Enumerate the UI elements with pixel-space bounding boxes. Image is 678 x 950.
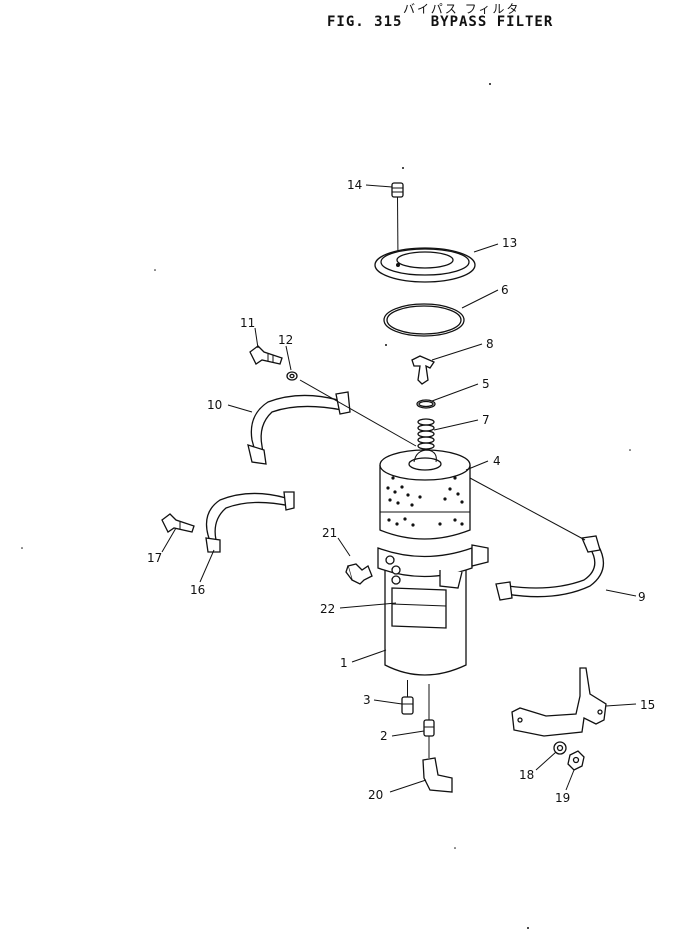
part-11-bolt — [249, 345, 283, 365]
leader-lines — [161, 184, 637, 793]
callout-15: 15 — [640, 698, 655, 712]
part-21-elbow — [345, 563, 373, 585]
part-3-plug — [401, 680, 414, 715]
callout-22: 22 — [320, 602, 335, 616]
scan-specks — [21, 83, 631, 929]
callout-16: 16 — [190, 583, 205, 597]
callout-8: 8 — [486, 337, 494, 351]
callout-10: 10 — [207, 398, 222, 412]
part-22-label-plate — [391, 587, 447, 629]
part-number-callouts: 14 13 6 8 5 7 4 11 12 10 17 16 21 22 1 3… — [147, 178, 655, 805]
callout-2: 2 — [380, 729, 388, 743]
part-19-nut — [567, 750, 585, 771]
part-8-valve — [411, 355, 435, 385]
part-13-cover — [374, 247, 476, 283]
callout-12: 12 — [278, 333, 293, 347]
part-15-bracket — [511, 667, 607, 737]
callout-5: 5 — [482, 377, 490, 391]
part-6-o-ring — [383, 303, 465, 337]
callout-7: 7 — [482, 413, 490, 427]
part-2-nipple — [423, 684, 435, 737]
callout-6: 6 — [501, 283, 509, 297]
callout-13: 13 — [502, 236, 517, 250]
callout-3: 3 — [363, 693, 371, 707]
callout-17: 17 — [147, 551, 162, 565]
part-7-spring — [417, 418, 435, 450]
figure-title-japanese: バイパス フィルタ — [403, 2, 521, 16]
part-16-band-clamp — [205, 491, 295, 553]
part-17-bolt — [161, 513, 195, 533]
part-18-washer — [553, 741, 567, 755]
callout-19: 19 — [555, 791, 570, 805]
part-4-filter-element — [379, 449, 471, 540]
assembly-guide-lines — [299, 379, 586, 541]
part-12-washer — [286, 371, 298, 381]
part-20-elbow — [422, 736, 453, 793]
callout-9: 9 — [638, 590, 646, 604]
callout-1: 1 — [340, 656, 348, 670]
callout-18: 18 — [519, 768, 534, 782]
filter-perforation-holes — [386, 476, 464, 527]
part-9-band-clamp — [495, 535, 605, 601]
part-5-ring — [416, 399, 436, 409]
callout-21: 21 — [322, 526, 337, 540]
callout-4: 4 — [493, 454, 501, 468]
part-14-plug — [391, 182, 404, 263]
callout-20: 20 — [368, 788, 383, 802]
callout-14: 14 — [347, 178, 362, 192]
figure-title: FIG. 315 BYPASS FILTER — [327, 14, 554, 30]
callout-11: 11 — [240, 316, 255, 330]
part-10-band-clamp — [247, 391, 351, 465]
